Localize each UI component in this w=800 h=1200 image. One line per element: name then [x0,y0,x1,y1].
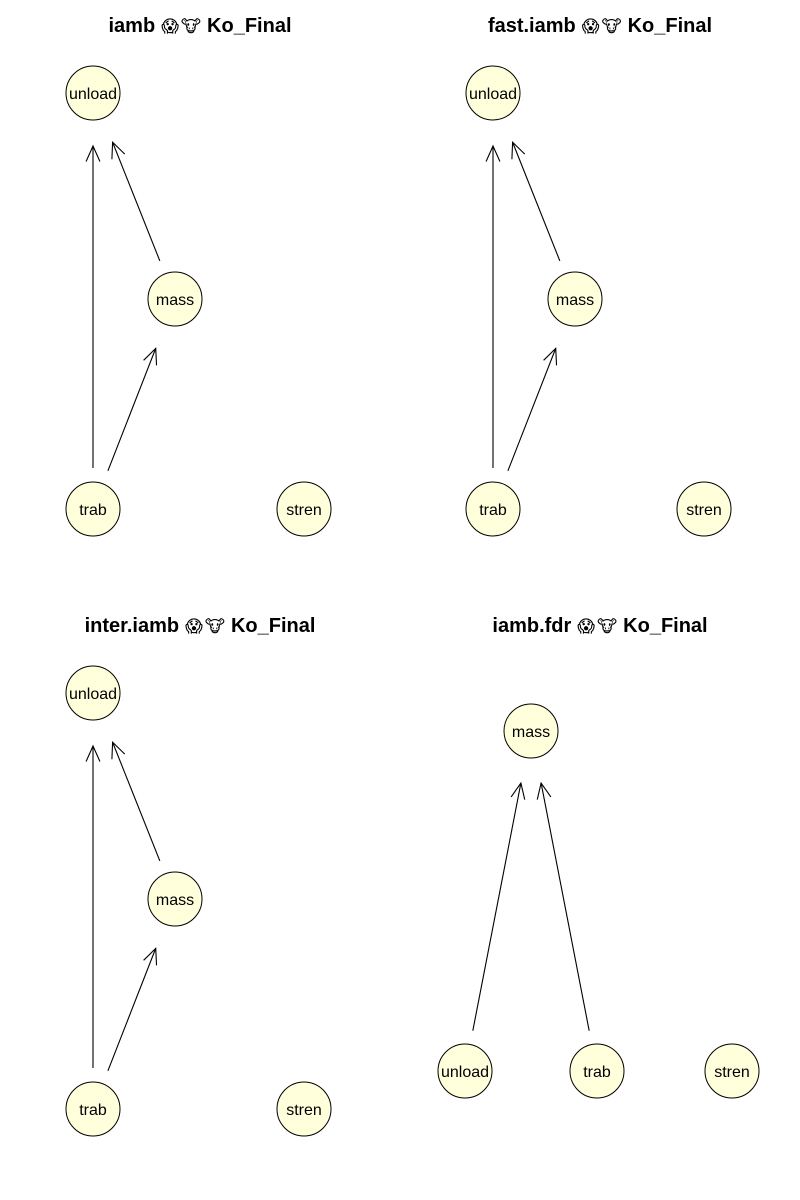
node-circle [547,271,603,327]
node-label: trab [79,1102,107,1119]
node-circle [65,665,121,721]
node-label: unload [469,86,517,103]
node-trab: trab [65,1081,121,1137]
panel-title: inter.iamb 😱🐮 Ko_Final [85,615,316,637]
node-label: trab [79,502,107,519]
node-mass: mass [547,271,603,327]
node-label: mass [556,292,594,309]
edge-mass-to-unload [511,140,561,262]
scream-face-icon: 😱 [185,617,203,637]
node-circle [465,65,521,121]
node-circle [276,481,332,537]
node-unload: unload [465,65,521,121]
algorithm-name: iamb [109,15,156,37]
scream-face-icon: 😱 [161,17,179,37]
dataset-name: Ko_Final [623,615,707,637]
cow-face-icon: 🐮 [181,17,201,37]
node-circle [65,481,121,537]
node-circle [465,481,521,537]
algorithm-name: iamb.fdr [492,615,571,637]
cow-face-icon: 🐮 [601,17,621,37]
edge-unload-to-mass [472,781,526,1031]
node-circle [65,1081,121,1137]
node-trab: trab [65,481,121,537]
node-circle [147,871,203,927]
node-trab: trab [465,481,521,537]
edge-trab-to-mass [107,347,158,472]
node-label: stren [286,502,322,519]
algorithm-name: fast.iamb [488,15,576,37]
node-label: unload [69,86,117,103]
arrow-head-icon [111,140,126,160]
node-circle [676,481,732,537]
dataset-name: Ko_Final [207,15,291,37]
edge-trab-to-mass [107,947,158,1072]
arrow-head-icon [143,347,158,366]
node-label: mass [156,292,194,309]
arrow-head-icon [85,744,101,762]
node-circle [437,1043,493,1099]
dataset-name: Ko_Final [628,15,712,37]
arrow-head-icon [511,140,526,160]
node-label: mass [156,892,194,909]
node-unload: unload [65,665,121,721]
node-circle [569,1043,625,1099]
scream-face-icon: 😱 [582,17,600,37]
node-stren: stren [676,481,732,537]
node-stren: stren [704,1043,760,1099]
node-circle [65,65,121,121]
node-trab: trab [569,1043,625,1099]
edge-trab-to-unload [85,744,101,1068]
edge-trab-to-mass [536,781,590,1031]
node-label: stren [714,1064,750,1081]
edge-mass-to-unload [111,740,161,862]
node-unload: unload [437,1043,493,1099]
dataset-name: Ko_Final [231,615,315,637]
node-label: trab [583,1064,611,1081]
node-circle [276,1081,332,1137]
arrow-head-icon [111,740,126,760]
cow-face-icon: 🐮 [205,617,225,637]
edge-trab-to-unload [485,144,501,468]
arrow-head-icon [85,144,101,162]
node-stren: stren [276,481,332,537]
node-unload: unload [65,65,121,121]
node-mass: mass [147,271,203,327]
edge-trab-to-mass [507,347,558,472]
node-circle [704,1043,760,1099]
arrow-head-icon [536,781,552,800]
node-stren: stren [276,1081,332,1137]
edge-mass-to-unload [111,140,161,262]
node-label: unload [69,686,117,703]
algorithm-name: inter.iamb [85,615,179,637]
node-label: stren [686,502,722,519]
panel-title: iamb😱🐮 Ko_Final [109,15,292,37]
node-label: stren [286,1102,322,1119]
node-circle [503,703,559,759]
node-label: unload [441,1064,489,1081]
panel-title: iamb.fdr 😱🐮 Ko_Final [492,615,707,637]
node-label: mass [512,724,550,741]
arrow-head-icon [543,347,558,366]
node-label: trab [479,502,507,519]
node-mass: mass [147,871,203,927]
arrow-head-icon [143,947,158,966]
scream-face-icon: 😱 [577,617,595,637]
panel-title: fast.iamb 😱🐮 Ko_Final [488,15,712,37]
arrow-head-icon [510,781,526,800]
node-mass: mass [503,703,559,759]
arrow-head-icon [485,144,501,162]
edge-trab-to-unload [85,144,101,468]
node-circle [147,271,203,327]
cow-face-icon: 🐮 [597,617,617,637]
